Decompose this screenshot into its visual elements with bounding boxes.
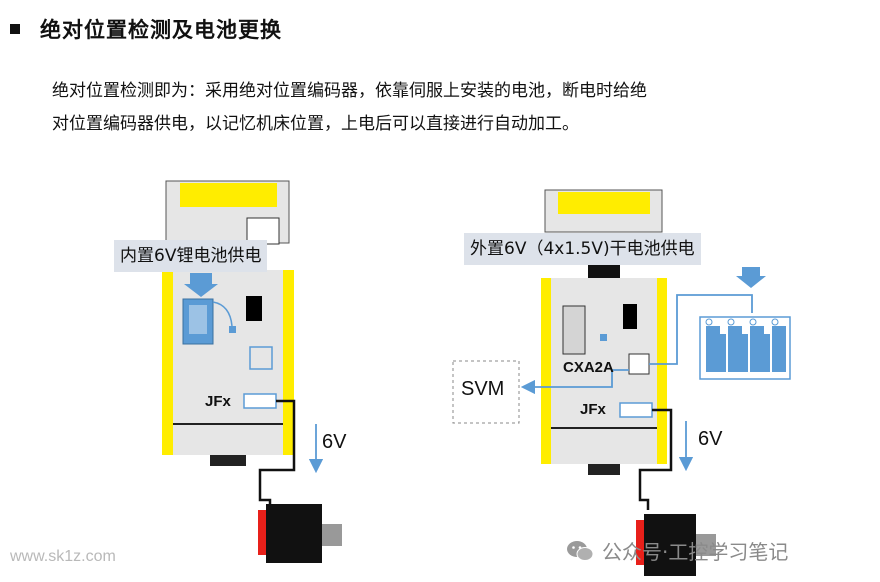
account-watermark-text: 公众号·工控学习笔记 [602,540,789,564]
left-amplifier [162,180,324,508]
site-watermark: www.sk1z.com [10,548,116,565]
right-voltage-label: 6V [698,428,723,450]
left-jfx-label: JFx [205,393,231,410]
left-voltage-label: 6V [322,431,347,453]
section-title-text: 绝对位置检测及电池更换 [40,18,282,42]
battery-pack-icon [699,316,791,380]
square-bullet-icon [10,24,20,34]
description-line-1: 绝对位置检测即为：采用绝对位置编码器，依靠伺服上安装的电池，断电时给绝 [52,81,647,101]
right-amplifier [452,189,766,510]
right-cxa2a-label: CXA2A [563,359,614,376]
svm-label: SVM [461,378,505,400]
description-line-2: 对位置编码器供电，以记忆机床位置，上电后可以直接进行自动加工。 [52,114,579,134]
right-jfx-label: JFx [580,401,606,418]
motor-icon [636,514,716,576]
right-callout: 外置6V（4x1.5V)干电池供电 [464,233,701,265]
section-title: 绝对位置检测及电池更换 [10,14,282,44]
left-callout: 内置6V锂电池供电 [114,240,268,272]
wechat-icon [567,540,594,561]
description: 绝对位置检测即为：采用绝对位置编码器，依靠伺服上安装的电池，断电时给绝 对位置编… [52,75,812,141]
battery-icon [182,298,214,345]
account-watermark: 公众号·工控学习笔记 [566,536,788,565]
motor-icon [258,504,342,563]
